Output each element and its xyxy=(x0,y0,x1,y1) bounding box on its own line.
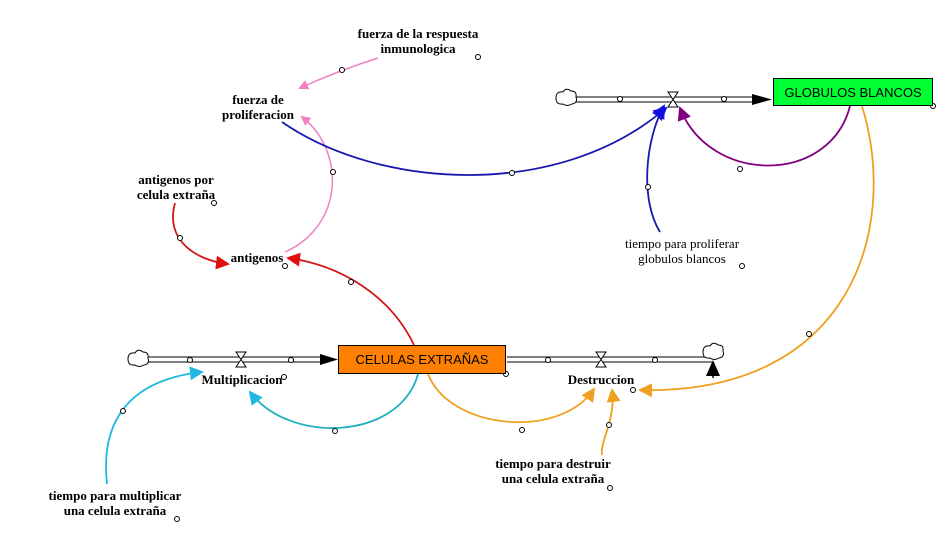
flow-destruction-label[interactable]: Destruccion xyxy=(567,372,635,387)
link-node xyxy=(645,184,651,190)
pipe-node xyxy=(187,357,193,363)
variable-node xyxy=(211,200,217,206)
link-antigens-to-proliferation-strength xyxy=(284,115,334,253)
variable-time-to-proliferate[interactable]: tiempo para proliferar globulos blancos xyxy=(624,236,740,266)
cloud-sink-icon xyxy=(702,342,724,360)
variable-proliferation-strength[interactable]: fuerza de proliferacion xyxy=(222,92,294,122)
link-white-cells-to-destruction xyxy=(638,105,875,398)
link-foreign-cells-to-antigens xyxy=(286,252,415,346)
variable-node xyxy=(739,263,745,269)
pipe-node xyxy=(288,357,294,363)
link-foreign-cells-to-multiplication xyxy=(248,373,419,429)
flow-pipe-foreign xyxy=(146,354,712,365)
link-node xyxy=(348,279,354,285)
link-node xyxy=(332,428,338,434)
link-node xyxy=(806,331,812,337)
link-white-cells-to-flow xyxy=(677,105,851,167)
link-antigens-per-cell-to-antigens xyxy=(172,202,230,270)
variable-node xyxy=(174,516,180,522)
valve-multiplication-icon xyxy=(235,351,247,368)
variable-node xyxy=(475,54,481,60)
variable-node xyxy=(282,263,288,269)
flow-pipe-proliferation xyxy=(576,94,772,105)
pipe-node xyxy=(617,96,623,102)
link-multiply-time-to-multiplication xyxy=(105,366,204,485)
link-node xyxy=(330,169,336,175)
link-node xyxy=(177,235,183,241)
flow-multiplication-label[interactable]: Multiplicacion xyxy=(201,372,283,387)
stock-celulas-extranas[interactable]: CELULAS EXTRAÑAS xyxy=(338,345,506,374)
link-node xyxy=(519,427,525,433)
pipe-node xyxy=(652,357,658,363)
variable-response-strength[interactable]: fuerza de la respuesta inmunologica xyxy=(357,26,479,56)
link-proliferation-time-to-flow xyxy=(646,104,665,233)
pipe-node xyxy=(721,96,727,102)
cloud-source-icon xyxy=(127,349,149,367)
variable-time-to-destroy[interactable]: tiempo para destruir una celula extraña xyxy=(495,456,611,486)
variable-node xyxy=(281,374,287,380)
pipe-node xyxy=(545,357,551,363)
link-node xyxy=(737,166,743,172)
variable-antigens-per-cell[interactable]: antigenos por celula extraña xyxy=(136,172,216,202)
link-response-to-proliferation-strength xyxy=(298,57,379,90)
link-node xyxy=(606,422,612,428)
valve-proliferation-icon xyxy=(667,91,679,108)
link-destroy-time-to-destruction xyxy=(601,388,621,456)
link-node xyxy=(120,408,126,414)
valve-destruction-icon xyxy=(595,351,607,368)
link-node xyxy=(339,67,345,73)
variable-node xyxy=(630,387,636,393)
link-node xyxy=(509,170,515,176)
cloud-source-icon xyxy=(555,88,577,106)
variable-antigens[interactable]: antigenos xyxy=(230,250,284,265)
link-proliferation-strength-to-flow xyxy=(281,106,668,176)
variable-node xyxy=(607,485,613,491)
stock-globulos-blancos[interactable]: GLOBULOS BLANCOS xyxy=(773,78,933,106)
link-foreign-cells-to-destruction xyxy=(427,373,596,424)
variable-time-to-multiply[interactable]: tiempo para multiplicar una celula extra… xyxy=(48,488,182,518)
